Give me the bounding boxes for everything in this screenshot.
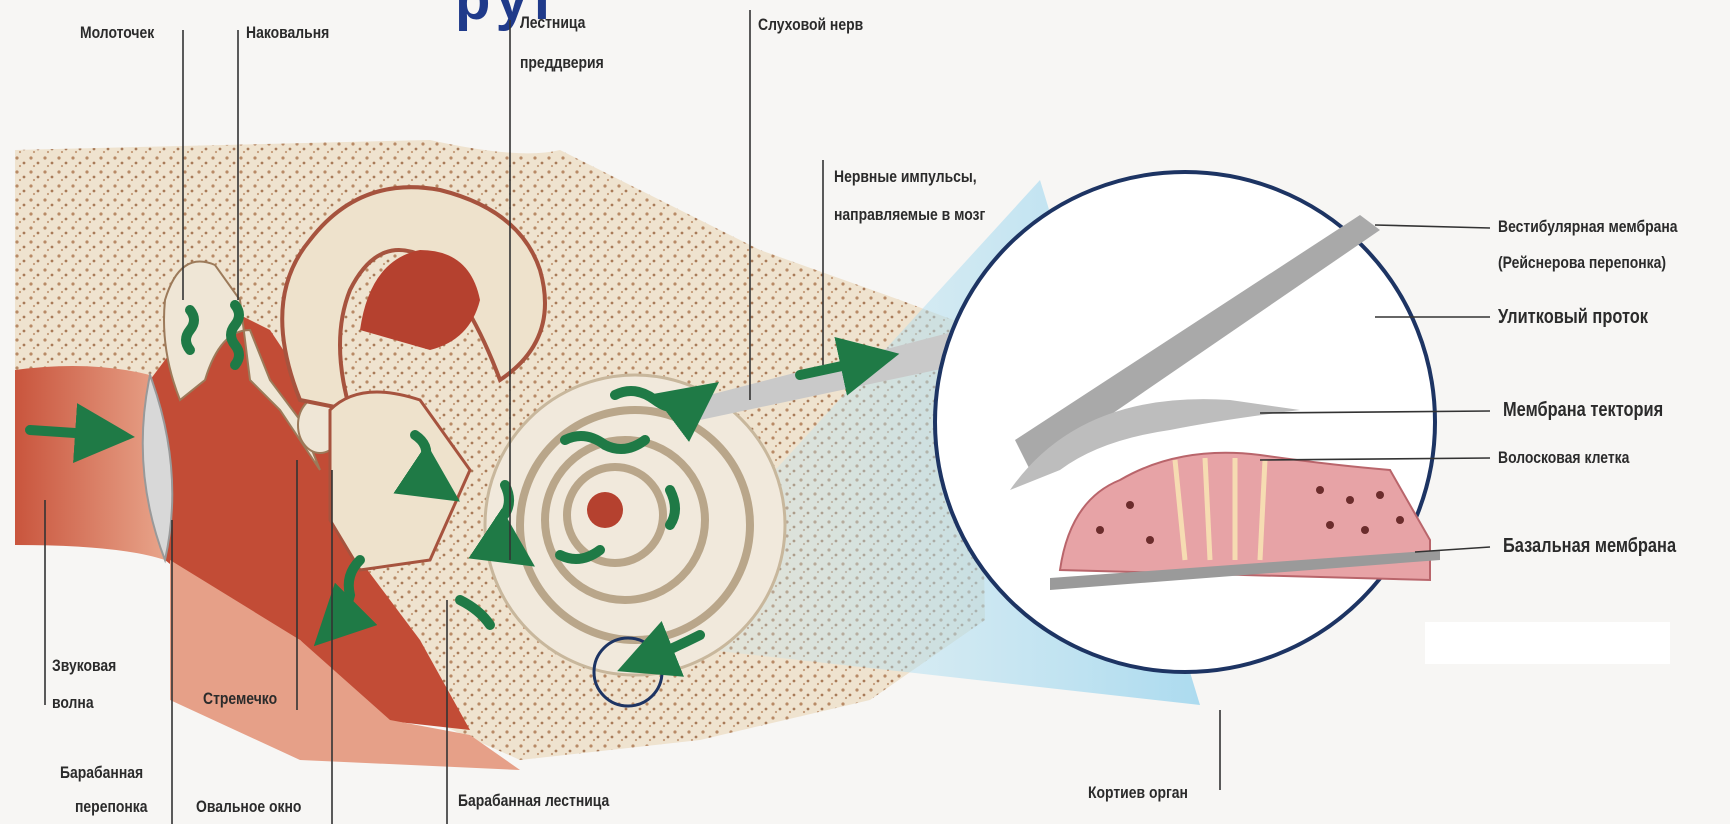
label-auditory-nerve: Слуховой нерв <box>758 14 863 35</box>
label-scala-vestibuli-line2: преддверия <box>520 52 604 73</box>
cochlea <box>485 375 785 675</box>
label-stapes: Стремечко <box>203 688 277 709</box>
label-oval-window: Овальное окно <box>196 796 301 817</box>
label-organ-of-corti: Кортиев орган <box>1088 782 1188 803</box>
label-incus: Наковальня <box>246 22 329 43</box>
label-scala-tympani: Барабанная лестница <box>458 790 609 811</box>
label-cochlear-duct: Улитковый проток <box>1498 305 1648 330</box>
label-sound-wave-line2: волна <box>52 692 94 713</box>
label-hair-cell: Волосковая клетка <box>1498 447 1629 468</box>
label-basilar-membrane: Базальная мембрана <box>1503 534 1676 559</box>
label-eardrum-line1: Барабанная <box>60 762 143 783</box>
label-tectorial-membrane: Мембрана тектория <box>1503 398 1663 423</box>
label-impulses-line2: направляемые в мозг <box>834 204 985 225</box>
label-eardrum-line2: перепонка <box>75 796 148 817</box>
blank-label-box <box>1425 622 1670 664</box>
label-vestibular-membrane-line2: (Рейснерова перепонка) <box>1498 252 1666 273</box>
label-scala-vestibuli-line1: Лестница <box>520 12 585 33</box>
label-sound-wave-line1: Звуковая <box>52 655 116 676</box>
label-vestibular-membrane-line1: Вестибулярная мембрана <box>1498 216 1678 237</box>
label-impulses-line1: Нервные импульсы, <box>834 166 977 187</box>
label-malleus: Молоточек <box>80 22 154 43</box>
